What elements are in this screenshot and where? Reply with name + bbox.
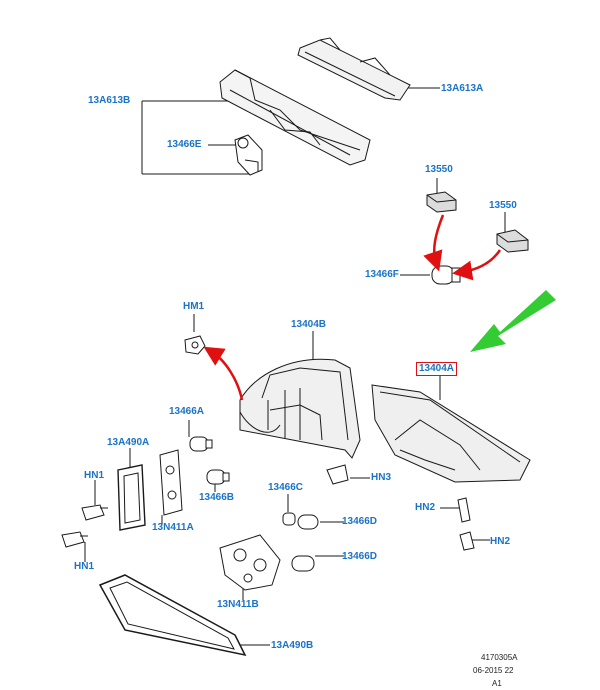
- label-13A613B: 13A613B: [88, 95, 131, 106]
- diagram-code: 4170305A: [481, 653, 518, 662]
- label-HN1-a: HN1: [84, 470, 105, 481]
- part-13A490B-drawing: [98, 574, 247, 657]
- part-HN2-drawing: [457, 497, 475, 551]
- label-13466E: 13466E: [167, 139, 202, 150]
- green-arrow-icon: [470, 290, 556, 352]
- leader-lines: [84, 87, 506, 646]
- label-13A490A: 13A490A: [107, 437, 150, 448]
- label-13A490B: 13A490B: [271, 640, 314, 651]
- part-13N411B-drawing: [219, 534, 281, 591]
- part-HM1-drawing: [184, 335, 206, 355]
- part-13404A-drawing: [371, 384, 531, 483]
- label-13A613A: 13A613A: [441, 83, 484, 94]
- diagram-date: 06-2015 22: [473, 666, 514, 675]
- label-13466D-a: 13466D: [342, 516, 378, 527]
- part-13466C-drawing: [282, 512, 296, 526]
- part-HN3-drawing: [326, 464, 349, 485]
- part-13466A-drawing: [189, 436, 213, 452]
- part-13A613B-drawing: [219, 69, 371, 166]
- label-HN2-b: HN2: [490, 536, 511, 547]
- label-13N411A: 13N411A: [152, 522, 194, 533]
- part-13466B-drawing: [206, 469, 230, 485]
- label-13550-b: 13550: [489, 200, 517, 211]
- label-13466F: 13466F: [365, 269, 399, 280]
- part-13550-drawing: [426, 191, 529, 253]
- label-13404A-highlighted: 13404A: [416, 362, 458, 376]
- label-HM1: HM1: [183, 301, 205, 312]
- part-13466E-drawing: [234, 134, 263, 176]
- label-HN2-a: HN2: [415, 502, 436, 513]
- label-13466A: 13466A: [169, 406, 205, 417]
- part-HN1-drawing: [61, 504, 108, 548]
- label-13404B: 13404B: [291, 319, 327, 330]
- diagram-revision: A1: [492, 679, 502, 688]
- label-13466B: 13466B: [199, 492, 235, 503]
- label-13N411B: 13N411B: [217, 599, 259, 610]
- label-13466D-b: 13466D: [342, 551, 378, 562]
- part-13A613A-drawing: [297, 37, 411, 101]
- label-HN1-b: HN1: [74, 561, 95, 572]
- part-13466F-drawing: [431, 265, 461, 285]
- label-13466C: 13466C: [268, 482, 304, 493]
- part-13A490A-drawing: [117, 464, 146, 531]
- part-13466D-drawing: [291, 514, 319, 572]
- label-13550-a: 13550: [425, 164, 453, 175]
- part-13N411A-drawing: [159, 449, 183, 516]
- part-13404B-drawing: [239, 358, 361, 459]
- label-HN3: HN3: [371, 472, 392, 483]
- red-arrows: [203, 214, 502, 401]
